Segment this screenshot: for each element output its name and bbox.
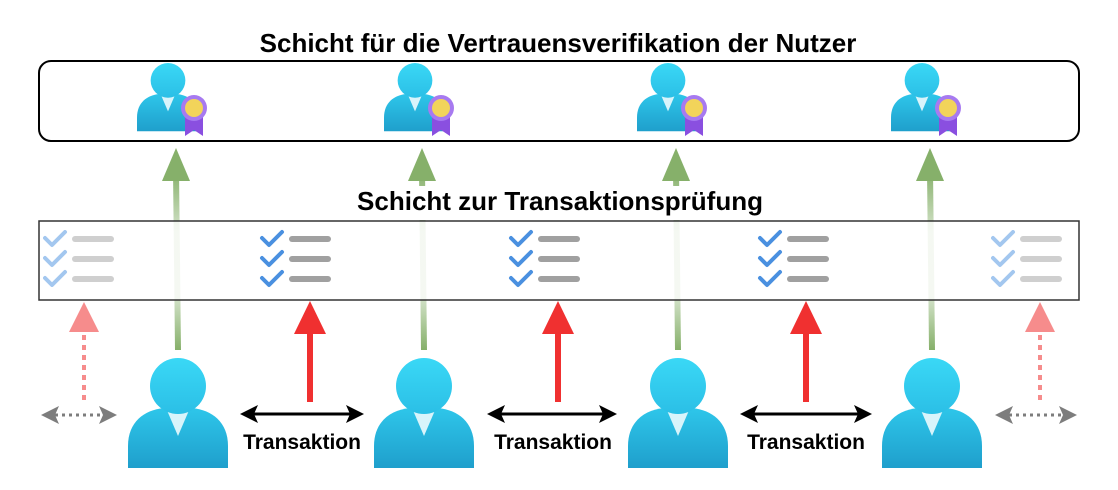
badge-medal — [185, 99, 203, 117]
user-icon — [128, 358, 228, 468]
faded-transaction-arrow — [41, 406, 117, 424]
faded-red-up-arrow — [1025, 302, 1055, 400]
verified-user-icon — [637, 63, 707, 136]
faded-red-up-arrow — [69, 302, 99, 400]
transaction-label: Transaktion — [747, 431, 865, 454]
checklist-icon — [758, 230, 829, 287]
faded-side-elements — [41, 302, 1077, 424]
faded-transaction-arrow — [995, 406, 1077, 424]
checklist-icon — [991, 230, 1062, 287]
red-arrows — [294, 301, 822, 402]
users-row — [128, 358, 982, 468]
verification-layer-box — [38, 60, 1080, 142]
verified-user-icon — [384, 63, 454, 136]
verified-user-icon — [891, 63, 961, 136]
red-up-arrow — [542, 301, 574, 402]
checklist-icon — [260, 230, 331, 287]
transaction-arrow — [487, 405, 617, 423]
user-icon — [374, 358, 474, 468]
transaction-layer-label-bg — [330, 186, 790, 220]
transaction-label: Transaktion — [494, 431, 612, 454]
transaction-labels: Transaktion Transaktion Transaktion — [243, 431, 865, 454]
user-icon — [882, 358, 982, 468]
transaction-arrow — [240, 405, 364, 423]
red-up-arrow — [790, 301, 822, 402]
verified-users-row — [137, 63, 961, 136]
verified-user-icon — [137, 63, 207, 136]
checklist-icon — [509, 230, 580, 287]
checklists-row — [43, 230, 1062, 287]
checklist-icon — [43, 230, 114, 287]
transaction-arrows — [240, 405, 872, 423]
transaction-arrow — [740, 405, 872, 423]
diagram-title: Schicht für die Vertrauensverifikation d… — [260, 28, 857, 58]
badge-medal — [432, 99, 450, 117]
badge-medal — [939, 99, 957, 117]
user-icon — [628, 358, 728, 468]
transaction-layer-label: Schicht zur Transaktionsprüfung — [357, 186, 763, 216]
badge-medal — [685, 99, 703, 117]
red-up-arrow — [294, 301, 326, 402]
transaction-label: Transaktion — [243, 431, 361, 454]
